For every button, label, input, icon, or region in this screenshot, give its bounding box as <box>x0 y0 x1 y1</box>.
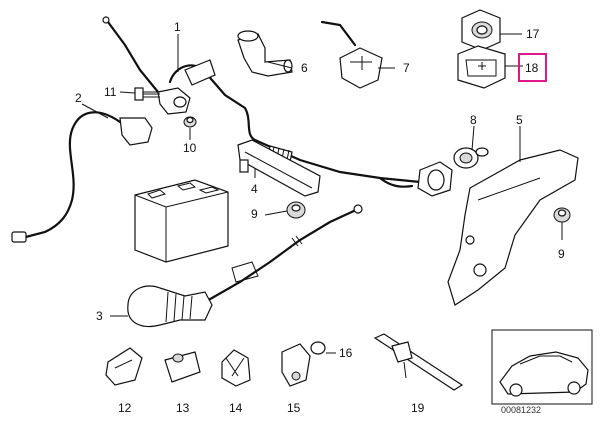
part-6-terminal-cap <box>237 30 293 77</box>
callout-9-right: 9 <box>558 247 565 261</box>
callout-15: 15 <box>287 401 301 415</box>
part-18-cover <box>457 45 506 89</box>
part-15-clip <box>281 343 311 387</box>
callout-11: 11 <box>104 85 117 99</box>
part-14-clip <box>221 349 251 387</box>
part-8-grommet <box>453 147 489 169</box>
callout-2: 2 <box>75 91 82 105</box>
callout-14: 14 <box>229 401 243 415</box>
callout-1: 1 <box>174 20 181 34</box>
callout-7: 7 <box>403 61 410 75</box>
part-5-bracket <box>447 149 579 306</box>
leader-lines <box>81 33 563 354</box>
part-16-cap <box>310 341 326 355</box>
callout-5: 5 <box>516 113 523 127</box>
part-19-cable-tie <box>373 333 464 391</box>
callout-18-highlight <box>518 53 547 82</box>
vehicle-location-thumbnail <box>491 329 593 405</box>
callout-6: 6 <box>301 61 308 75</box>
callout-16: 16 <box>339 346 353 360</box>
part-9-grommet-left <box>286 201 306 219</box>
callout-3: 3 <box>96 309 103 323</box>
callout-12: 12 <box>118 401 132 415</box>
part-10-nut <box>183 116 197 128</box>
callout-4: 4 <box>251 182 258 196</box>
callout-labels: 1 2 3 4 5 6 7 8 9 9 10 11 12 13 14 15 16… <box>75 20 565 415</box>
part-17-junction-box <box>461 9 501 51</box>
part-2-ground-cable <box>11 111 153 243</box>
part-4-cable-clip <box>237 139 321 197</box>
part-3-positive-cable <box>127 204 363 327</box>
part-9-grommet-right <box>553 207 571 223</box>
callout-17: 17 <box>526 27 540 41</box>
callout-19: 19 <box>411 401 425 415</box>
callout-8: 8 <box>470 113 477 127</box>
callout-10: 10 <box>183 141 197 155</box>
callout-18: 18 <box>525 61 539 75</box>
callout-9-left: 9 <box>251 207 258 221</box>
part-12-cable-holder <box>105 347 143 386</box>
part-7-cover <box>320 20 383 89</box>
part-13-nut-clip <box>164 351 201 383</box>
reference-number: 00081232 <box>501 405 541 415</box>
callout-13: 13 <box>176 401 190 415</box>
part-11-bolt <box>134 87 160 101</box>
battery <box>134 179 229 263</box>
